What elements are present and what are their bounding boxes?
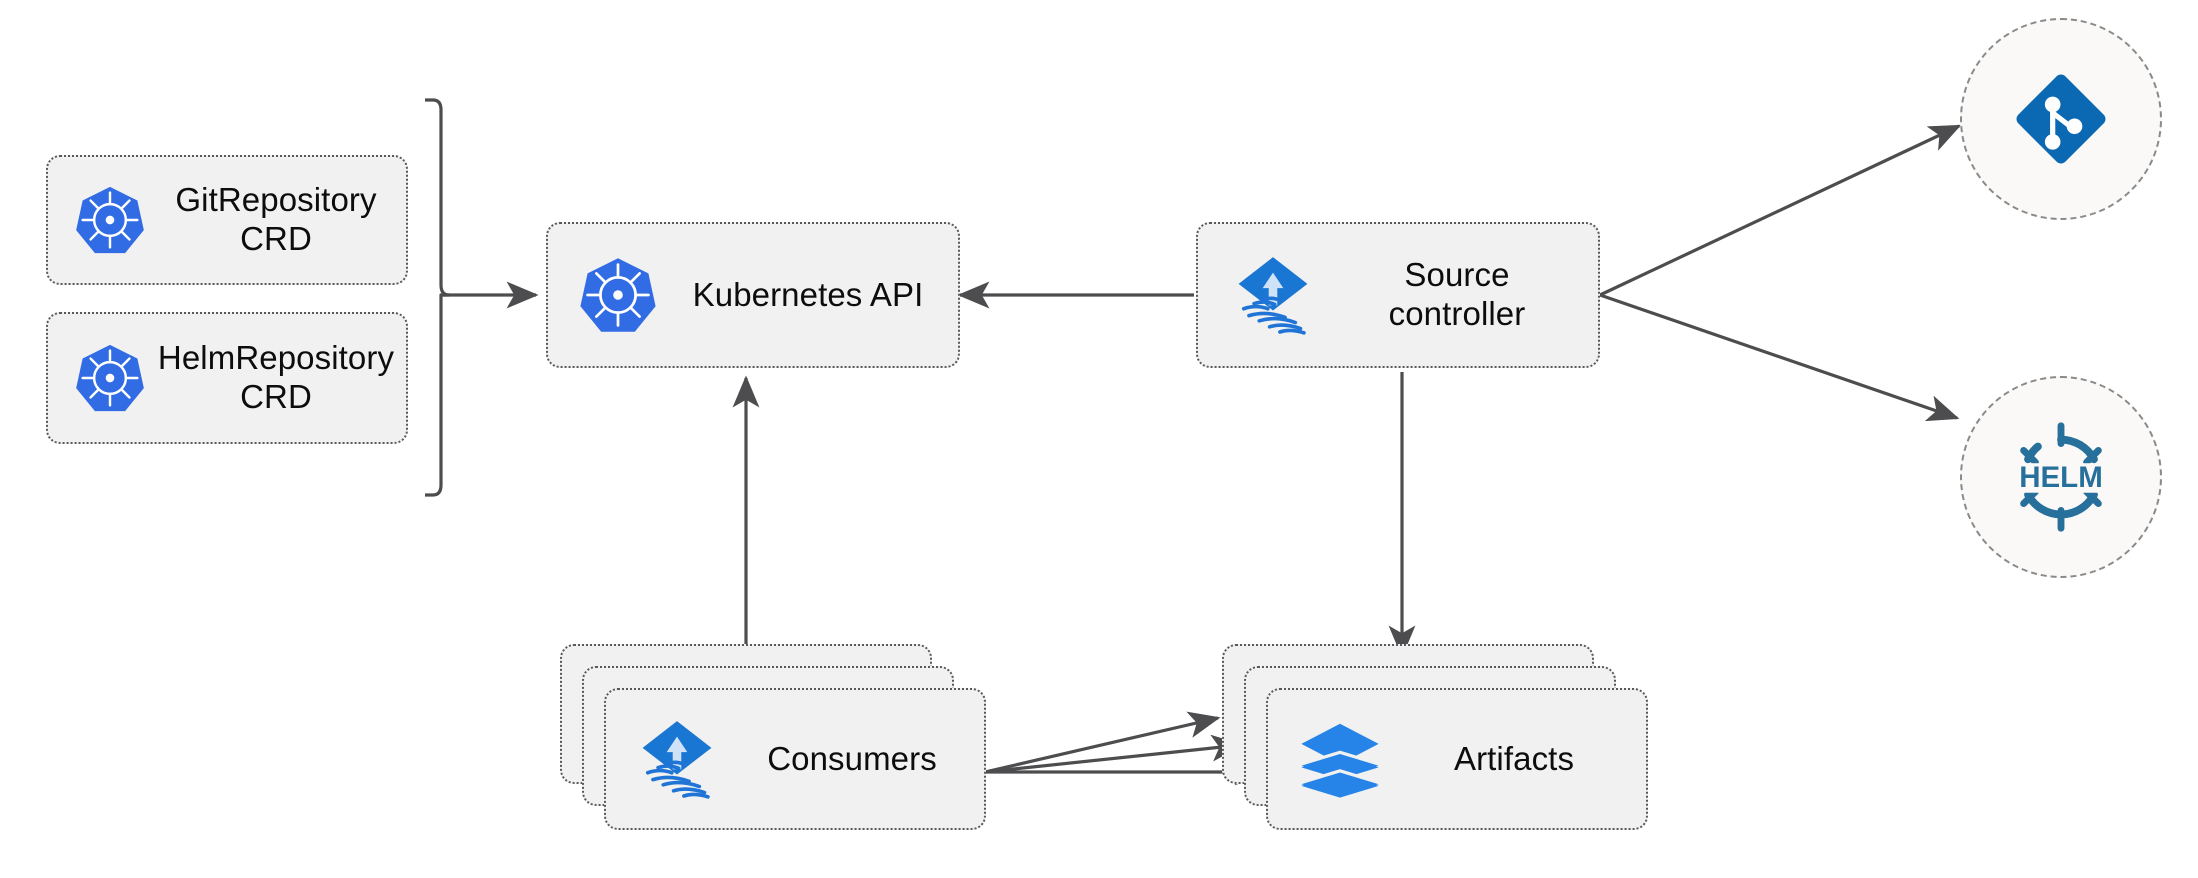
helm-icon: HELM [2002, 418, 2120, 536]
helm-label: HELM [2019, 461, 2103, 494]
edge-consumers-to-artifacts-2 [984, 734, 1244, 774]
node-label: Artifacts [1453, 739, 1575, 777]
kubernetes-icon [578, 255, 658, 335]
edge-source-controller-to-git [1599, 124, 1962, 297]
node-label: Source controller [1388, 256, 1526, 332]
external-helm[interactable]: HELM [1960, 376, 2162, 578]
node-kubernetes-api[interactable]: Kubernetes API [546, 222, 960, 368]
external-git[interactable] [1960, 18, 2162, 220]
node-gitrepository-crd[interactable]: GitRepository CRD [46, 155, 408, 285]
git-icon [2009, 67, 2113, 171]
layers-icon [1298, 717, 1382, 801]
node-helmrepository-crd[interactable]: HelmRepository CRD [46, 312, 408, 444]
flux-icon [1230, 252, 1316, 338]
node-label: Consumers [767, 739, 937, 777]
crd-group-bracket [425, 98, 451, 497]
node-label: Kubernetes API [692, 275, 924, 313]
node-label: HelmRepository CRD [157, 339, 395, 415]
kubernetes-icon [74, 342, 146, 414]
node-consumers[interactable]: Consumers [604, 688, 986, 830]
kubernetes-icon [74, 184, 146, 256]
node-label: GitRepository CRD [175, 181, 377, 257]
edge-consumers-to-artifacts-1 [984, 711, 1221, 774]
node-source-controller[interactable]: Source controller [1196, 222, 1600, 368]
node-artifacts[interactable]: Artifacts [1266, 688, 1648, 830]
flux-icon [634, 716, 720, 802]
edge-source-controller-to-helm [1599, 293, 1960, 422]
